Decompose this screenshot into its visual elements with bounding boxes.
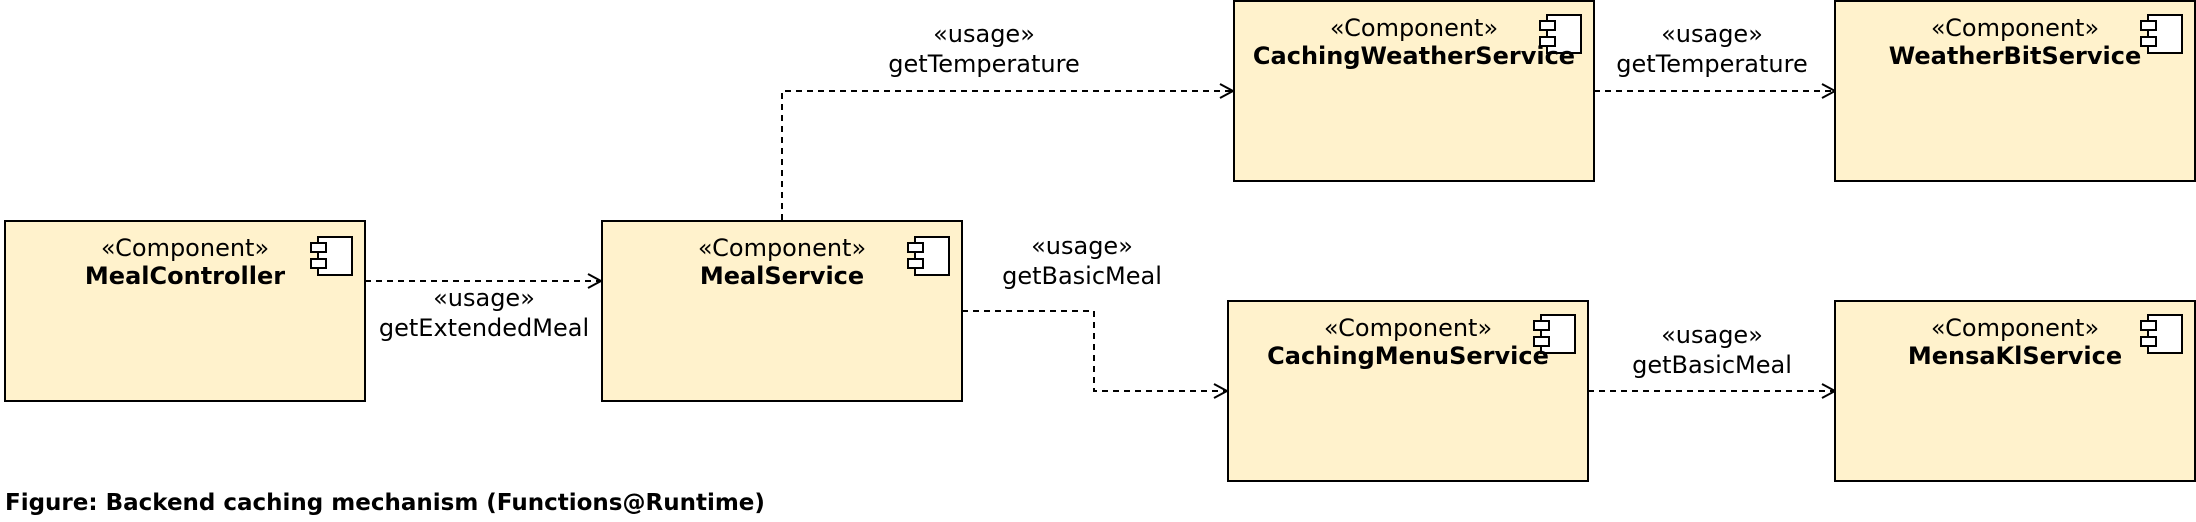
usage-operation: getBasicMeal	[1002, 262, 1162, 290]
component-icon	[1539, 14, 1582, 54]
connector-label-controller-to-mealservice: «usage» getExtendedMeal	[379, 284, 589, 342]
component-name: MensaKlService	[1908, 342, 2122, 370]
component-icon	[2140, 314, 2183, 354]
connector-label-mealservice-to-cachingmenu: «usage» getBasicMeal	[1002, 232, 1162, 290]
component-icon	[907, 236, 950, 276]
component-caching-weather-service[interactable]: «Component» CachingWeatherService	[1233, 0, 1595, 182]
component-icon	[310, 236, 353, 276]
component-stereotype: «Component»	[698, 234, 866, 262]
usage-stereotype: «usage»	[433, 284, 535, 312]
connector-mealservice-to-cachingmenu	[962, 310, 1230, 399]
component-name: WeatherBitService	[1889, 42, 2142, 70]
component-meal-controller[interactable]: «Component» MealController	[4, 220, 366, 402]
component-icon	[2140, 14, 2183, 54]
component-name: CachingMenuService	[1267, 342, 1549, 370]
connector-mealservice-to-cachingweather	[781, 83, 1236, 220]
usage-operation: getTemperature	[888, 50, 1079, 78]
component-icon	[1533, 314, 1576, 354]
component-name: MealService	[700, 262, 864, 290]
usage-operation: getTemperature	[1616, 50, 1807, 78]
component-mensakl-service[interactable]: «Component» MensaKlService	[1834, 300, 2196, 482]
component-meal-service[interactable]: «Component» MealService	[601, 220, 963, 402]
component-caching-menu-service[interactable]: «Component» CachingMenuService	[1227, 300, 1589, 482]
component-name: CachingWeatherService	[1253, 42, 1575, 70]
usage-operation: getBasicMeal	[1632, 351, 1792, 379]
connector-label-mealservice-to-cachingweather: «usage» getTemperature	[888, 20, 1079, 78]
component-name: MealController	[85, 262, 285, 290]
figure-caption: Figure: Backend caching mechanism (Funct…	[5, 490, 765, 516]
component-weatherbit-service[interactable]: «Component» WeatherBitService	[1834, 0, 2196, 182]
usage-stereotype: «usage»	[1031, 232, 1133, 260]
component-stereotype: «Component»	[101, 234, 269, 262]
component-stereotype: «Component»	[1931, 314, 2099, 342]
component-stereotype: «Component»	[1324, 314, 1492, 342]
usage-stereotype: «usage»	[933, 20, 1035, 48]
connector-cachingweather-to-weatherbit	[1594, 83, 1838, 99]
component-stereotype: «Component»	[1931, 14, 2099, 42]
connector-cachingmenu-to-mensakl	[1588, 383, 1838, 399]
usage-operation: getExtendedMeal	[379, 314, 589, 342]
component-stereotype: «Component»	[1330, 14, 1498, 42]
connector-label-cachingweather-to-weatherbit: «usage» getTemperature	[1616, 20, 1807, 78]
usage-stereotype: «usage»	[1661, 321, 1763, 349]
connector-label-cachingmenu-to-mensakl: «usage» getBasicMeal	[1632, 321, 1792, 379]
usage-stereotype: «usage»	[1661, 20, 1763, 48]
